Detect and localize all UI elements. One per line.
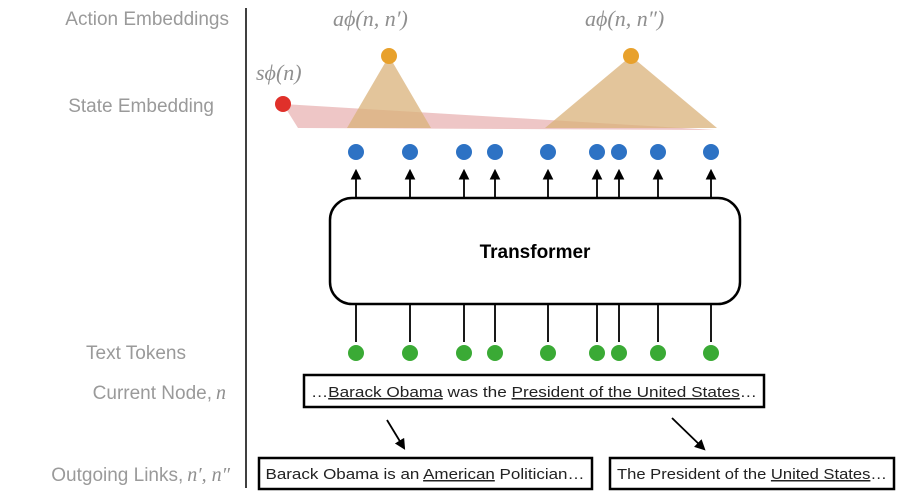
text-token-dot [487,345,503,361]
text-token-dot [348,345,364,361]
text-token-dot [402,345,418,361]
outgoing-link-1-text-part: Politician… [495,466,585,483]
link-arrow-2 [671,417,706,451]
output-embedding-dot [703,144,719,160]
outgoing-link-1-anchor-american: American [423,466,495,483]
outgoing-links-label-text: Outgoing Links, [51,465,183,486]
action-embedding-2-label: aϕ(n, n″) [585,6,664,31]
text-tokens-label: Text Tokens [86,343,186,364]
current-node-link-barack-obama: Barack Obama [328,384,443,401]
text-token-dot [611,345,627,361]
action-pooling-triangle-1 [347,56,431,128]
outgoing-link-box-1 [257,456,594,491]
outgoing-link-1-text-part: Barack Obama is an [266,466,424,483]
current-node-variable: n [216,382,226,404]
action-embeddings-label: Action Embeddings [65,9,229,30]
link-arrow-1 [386,419,406,450]
state-embedding-dot [275,96,291,112]
current-node-text-part: … [740,384,757,401]
current-node-label-text: Current Node, [93,383,212,404]
outgoing-link-text-2: The President of the United States… [617,466,887,483]
outgoing-link-2-anchor-united-states: United States [771,466,871,483]
current-node-text-part: was the [443,384,512,401]
outgoing-links-variable: n′, n″ [187,464,230,486]
output-embedding-dot [402,144,418,160]
output-embedding-dot [348,144,364,160]
current-node-text-part: … [311,384,328,401]
text-token-dot [589,345,605,361]
output-embedding-dot [611,144,627,160]
text-token-dot [540,345,556,361]
action-embedding-2-dot [623,48,639,64]
text-tokens [348,345,719,361]
text-token-dot [456,345,472,361]
output-embedding-dot [650,144,666,160]
text-token-dot [650,345,666,361]
outgoing-link-2-text-part: The President of the [617,466,771,483]
action-embedding-1-label: aϕ(n, n′) [333,6,408,31]
outgoing-links-label: Outgoing Links,n′, n″ [51,464,230,486]
action-pooling-triangle-2 [545,56,717,128]
state-embedding-math-label: sϕ(n) [256,60,302,85]
output-embedding-dot [487,144,503,160]
current-node-label: Current Node,n [93,382,226,404]
output-embeddings [348,144,719,160]
action-embedding-1-dot [381,48,397,64]
current-node-link-president: President of the United States [512,384,740,401]
transformer-box [328,196,742,306]
output-embedding-dot [540,144,556,160]
output-embedding-dot [456,144,472,160]
outgoing-link-2-text-part: … [870,466,887,483]
current-node-box [302,373,766,409]
outgoing-link-box-2 [608,456,896,491]
current-node-text: …Barack Obama was the President of the U… [311,384,757,401]
output-embedding-dot [589,144,605,160]
outgoing-link-text-1: Barack Obama is an American Politician… [266,466,585,483]
state-embedding-label: State Embedding [68,96,214,117]
text-token-dot [703,345,719,361]
output-arrows [350,168,717,197]
input-lines [355,304,712,342]
transformer-label: Transformer [480,242,591,263]
